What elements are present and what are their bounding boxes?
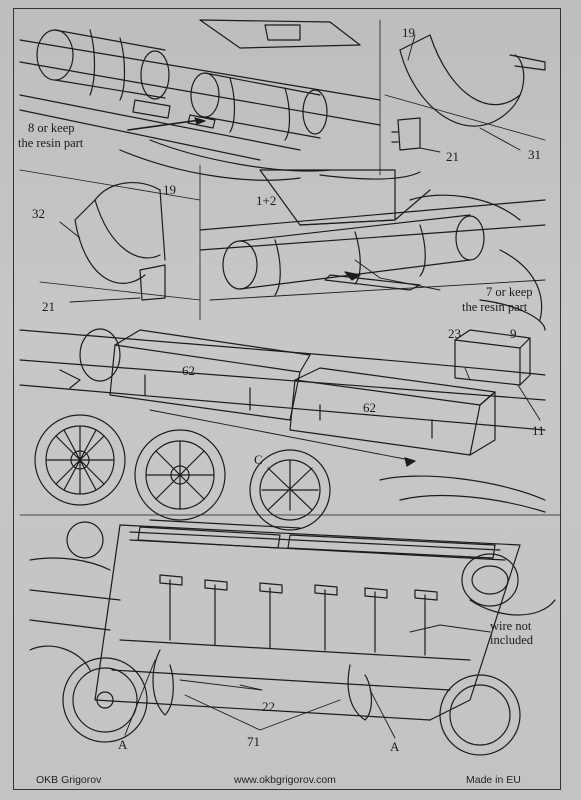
label-part-21-mid: 21 <box>42 299 55 314</box>
note-part-7-line1: 7 or keep <box>486 285 533 299</box>
label-part-32: 32 <box>32 206 45 221</box>
label-point-a-left: A <box>118 737 128 752</box>
label-box-62-left: 62 <box>182 363 195 378</box>
label-part-9: 9 <box>510 326 517 341</box>
label-part-1-2: 1+2 <box>256 193 277 208</box>
drawing-clamp-detail-2 <box>19 169 201 303</box>
label-part-71: 71 <box>247 734 260 749</box>
note-part-7-line2: the resin part <box>462 300 528 314</box>
note-wire-line1: wire not <box>490 619 532 633</box>
footer-brand: OKB Grigorov <box>36 774 102 786</box>
label-part-23: 23 <box>448 326 461 341</box>
label-part-31: 31 <box>528 147 541 162</box>
drawing-stowage-boxes <box>19 328 546 531</box>
label-part-11: 11 <box>532 423 545 438</box>
drawing-clamp-detail <box>379 19 546 176</box>
drawing-rear-hull <box>19 514 561 756</box>
footer-origin: Made in EU <box>466 774 521 786</box>
drawing-fuel-drums-middle <box>199 164 546 331</box>
label-part-21-top: 21 <box>446 149 459 164</box>
drawing-fuel-drums-top <box>19 19 381 181</box>
label-point-c: C <box>254 452 263 467</box>
label-point-a-right: A <box>390 739 400 754</box>
road-wheels <box>34 414 546 531</box>
label-part-19-mid: 19 <box>163 182 176 197</box>
page-border <box>13 8 561 790</box>
label-part-19-top: 19 <box>402 25 415 40</box>
note-part-8-line2: the resin part <box>18 136 84 150</box>
note-wire-line2: included <box>490 633 534 647</box>
label-box-62-right: 62 <box>363 400 376 415</box>
label-part-22: 22 <box>262 699 275 714</box>
note-part-8-line1: 8 or keep <box>28 121 75 135</box>
footer-website: www.okbgrigorov.com <box>234 774 336 786</box>
